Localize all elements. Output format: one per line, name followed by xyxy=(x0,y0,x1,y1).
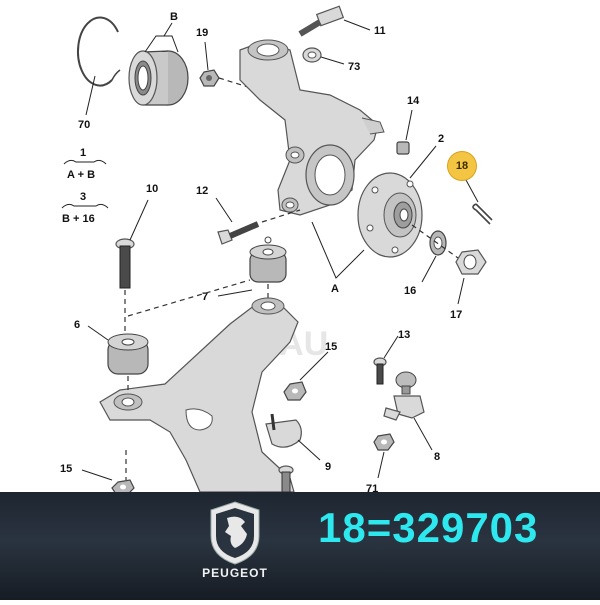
svg-text:1: 1 xyxy=(80,147,86,159)
leader-14 xyxy=(405,109,413,141)
bushing-7 xyxy=(249,236,287,283)
label-6: 6 xyxy=(74,319,80,331)
ball-joint-8 xyxy=(383,371,425,421)
screw-13 xyxy=(373,357,387,385)
bushing-14 xyxy=(396,141,410,155)
cotter-pin-18 xyxy=(472,203,493,225)
leader-11 xyxy=(343,19,371,31)
label-2: 2 xyxy=(438,133,444,145)
leader-71 xyxy=(377,451,385,479)
leader-15-lower xyxy=(81,469,113,481)
leader-17 xyxy=(457,277,465,305)
leader-10 xyxy=(129,199,149,241)
leader-A xyxy=(311,221,365,279)
brand-banner: PEUGEOT 18=329703 xyxy=(0,492,600,600)
leader-16 xyxy=(421,255,437,283)
svg-text:A + B: A + B xyxy=(67,169,95,181)
washer-73 xyxy=(302,47,322,63)
label-8: 8 xyxy=(434,451,440,463)
part-number-code: 18=329703 xyxy=(318,504,539,551)
wheel-bearing-B xyxy=(128,50,189,106)
label-73: 73 xyxy=(348,61,360,73)
wheel-hub-2 xyxy=(357,172,423,258)
snap-ring-70 xyxy=(76,16,121,87)
dust-shield-9 xyxy=(265,413,302,448)
bolt-11 xyxy=(298,5,345,37)
label-14: 14 xyxy=(407,95,420,107)
castle-nut-17 xyxy=(455,249,487,275)
label-19: 19 xyxy=(196,27,208,39)
nut-15-upper xyxy=(283,381,307,401)
label-13: 13 xyxy=(398,329,410,341)
leader-12 xyxy=(215,197,233,223)
leader-18 xyxy=(465,179,479,203)
label-9: 9 xyxy=(325,461,331,473)
peugeot-lion-icon xyxy=(210,501,260,565)
leader-B xyxy=(144,35,179,53)
steering-knuckle xyxy=(239,39,385,216)
leader-19 xyxy=(204,41,209,71)
label-70: 70 xyxy=(78,119,90,131)
label-11: 11 xyxy=(374,25,386,37)
leader-73 xyxy=(320,56,345,65)
label-B: B xyxy=(170,11,178,23)
leader-15-upper xyxy=(299,351,329,381)
bolt-12 xyxy=(217,221,260,245)
bushing-6 xyxy=(107,333,149,375)
label-15-lower: 15 xyxy=(60,463,72,475)
label-17: 17 xyxy=(450,309,462,321)
leader-13 xyxy=(383,335,399,359)
leader-7 xyxy=(217,289,253,297)
label-16: 16 xyxy=(404,285,416,297)
label-12: 12 xyxy=(196,185,208,197)
nut-71 xyxy=(373,433,395,451)
nut-19 xyxy=(199,69,220,87)
leader-8 xyxy=(413,417,433,451)
highlight-badge-18: 18 xyxy=(448,152,476,180)
label-10: 10 xyxy=(146,183,158,195)
leader-70 xyxy=(85,75,96,116)
kit-legend-1: 1 A + B xyxy=(63,147,107,181)
kit-legend-3: 3 B + 16 xyxy=(61,191,109,225)
brand-name: PEUGEOT xyxy=(202,566,268,580)
svg-text:B + 16: B + 16 xyxy=(62,213,95,225)
arm-stud xyxy=(278,465,294,493)
leader-9 xyxy=(297,439,321,461)
label-15-upper: 15 xyxy=(325,341,337,353)
lower-control-arm xyxy=(99,297,299,493)
bolt-10 xyxy=(115,238,135,289)
svg-text:3: 3 xyxy=(80,191,86,203)
leader-2 xyxy=(409,145,437,179)
label-7: 7 xyxy=(202,291,208,303)
leader-6 xyxy=(87,325,109,341)
label-A: A xyxy=(331,283,339,295)
